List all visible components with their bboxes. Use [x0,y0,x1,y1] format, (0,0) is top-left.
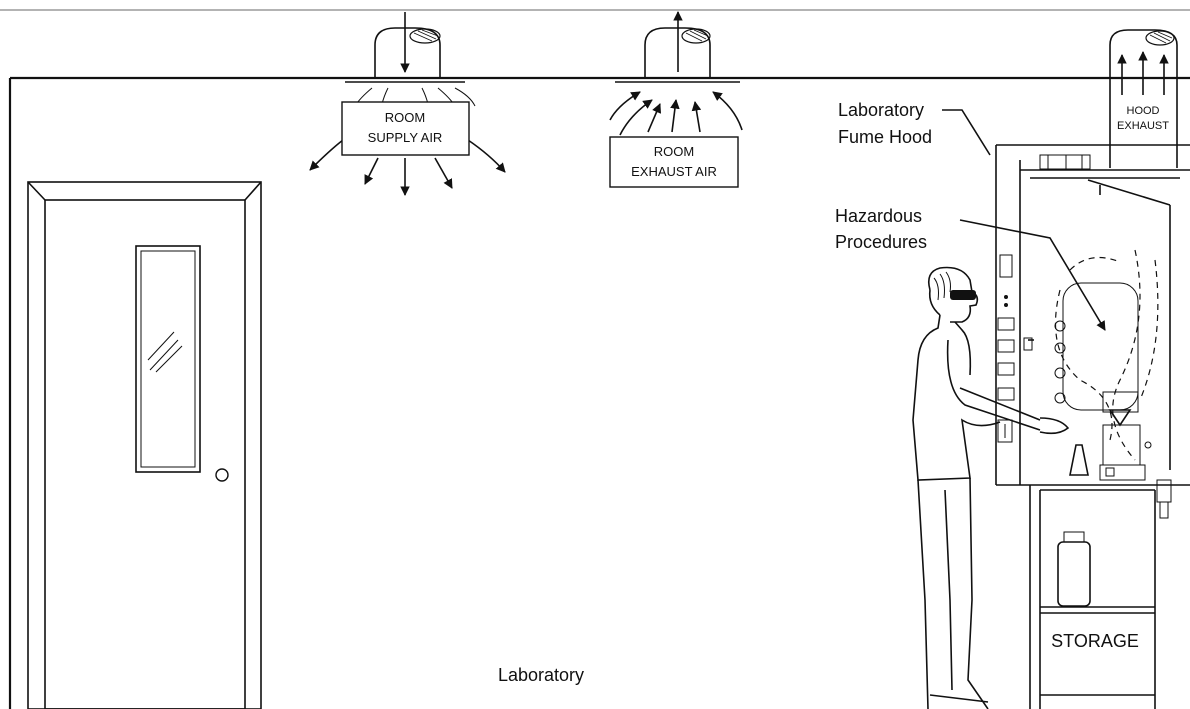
fume-hood [995,144,1190,519]
hood-exhaust-duct [1109,29,1178,168]
hood-exhaust-label-line1: HOOD [1127,105,1160,117]
storage-label: STORAGE [1051,631,1139,651]
hazard-arrow [959,219,1106,331]
fume-hood-label-line1: Laboratory [838,100,924,120]
supply-air-label-box [341,101,470,156]
room-label: Laboratory [498,665,584,685]
hood-exhaust-label-line2: EXHAUST [1117,120,1169,132]
supply-air-label-line1: ROOM [385,110,425,125]
hazard-label-line2: Procedures [835,232,927,252]
hazard-label-line1: Hazardous [835,206,922,226]
room-outline [8,76,1190,709]
supply-air-label-line2: SUPPLY AIR [368,130,443,145]
lab-worker [912,266,1070,709]
exhaust-air-label-line2: EXHAUST AIR [631,164,717,179]
door [27,181,262,709]
exhaust-air-label-box [609,136,739,188]
supply-air-diffuser [309,12,506,196]
fume-hood-label-line2: Fume Hood [838,127,932,147]
exhaust-air-label-line1: ROOM [654,144,694,159]
door-knob [215,468,229,482]
exhaust-air-grille [609,11,745,136]
fume-hood-leader [942,109,991,156]
storage-cabinet [1029,485,1156,709]
